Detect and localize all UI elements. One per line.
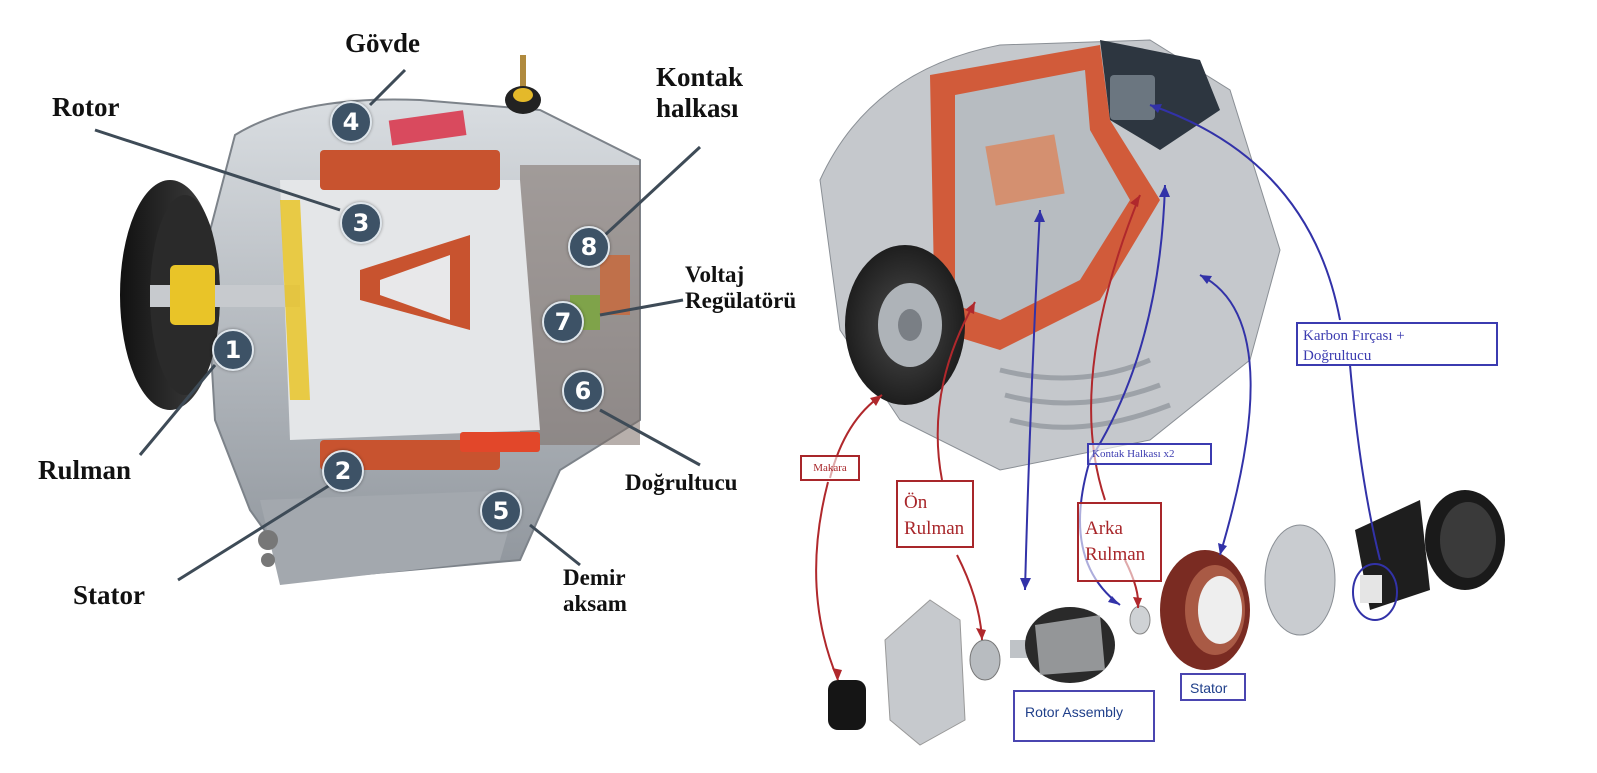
rotor-arrow [1024,209,1041,591]
front-bearing-part [969,639,1001,681]
label-rulman: Rulman [38,455,132,485]
badge-6: 6 [562,370,604,412]
stator-part [1160,550,1250,670]
arka-rulman-arrow-up [1090,194,1141,501]
label-dogrultucu: Doğrultucu [625,470,738,495]
label-voltaj-line2: Regülatörü [685,288,797,314]
red-arrowheads [832,195,1142,680]
badge-4: 4 [330,101,372,143]
rear-housing-part [1264,524,1336,636]
label-demir-aksam: Demir aksam [563,565,627,618]
kontak-arrow-up [1089,184,1166,461]
label-demir-line1: Demir [563,565,626,590]
stator-arrow [1199,274,1252,556]
pulley-part [828,680,866,730]
label-arka-line2: Rulman [1085,544,1146,565]
label-arka-rulman: Arka Rulman [1077,502,1162,582]
front-housing-part [884,599,966,746]
badge-1: 1 [212,329,254,371]
label-govde: Gövde [345,28,421,58]
badge-8: 8 [568,226,610,268]
label-kontak-line1: Kontak [656,62,744,92]
label-karbon-line2: Doğrultucu [1303,348,1372,364]
label-kontak-halkasi: Kontak halkası [656,62,743,124]
label-arka-line1: Arka [1085,518,1123,539]
makara-arrow-down [815,481,839,681]
on-rulman-arrow-up [936,301,976,481]
brush-highlight-circle [1352,563,1398,621]
brush-rectifier-part [1355,500,1430,610]
badge-2: 2 [322,450,364,492]
rear-cover-part [1425,490,1505,590]
label-on-line2: Rulman [904,518,965,539]
label-karbon-line1: Karbon Fırçası + [1303,328,1405,344]
label-stator: Stator [73,580,145,610]
label-kontak-line2: halkası [656,93,739,124]
label-voltaj-line1: Voltaj [685,262,745,287]
label-kontak-halkasi-x2: Kontak Halkası x2 [1087,443,1212,465]
left-leader-lines [94,68,702,582]
assembled-alternator [819,39,1281,471]
label-on-line1: Ön [904,492,928,513]
label-stator-part: Stator [1180,673,1246,701]
badge-3: 3 [340,202,382,244]
badge-7: 7 [542,301,584,343]
label-karbon-fircasi-dogrultucu: Karbon Fırçası + Doğrultucu [1296,322,1498,366]
red-arrows [815,194,1141,681]
cutaway-alternator [120,55,641,585]
label-on-rulman: Ön Rulman [896,480,974,548]
exploded-parts [828,490,1505,746]
rotor-part [1010,607,1115,683]
label-demir-line2: aksam [563,591,627,617]
label-makara: Makara [800,455,860,481]
blue-arrowheads [1020,104,1227,605]
karbon-arrow-up [1149,104,1341,321]
label-voltaj-regulatoru: Voltaj Regülatörü [685,262,796,315]
karbon-arrow-down [1349,364,1381,561]
label-rotor-assembly: Rotor Assembly [1013,690,1155,742]
label-rotor: Rotor [52,92,120,122]
rear-bearing-part [1129,605,1151,635]
badge-5: 5 [480,490,522,532]
